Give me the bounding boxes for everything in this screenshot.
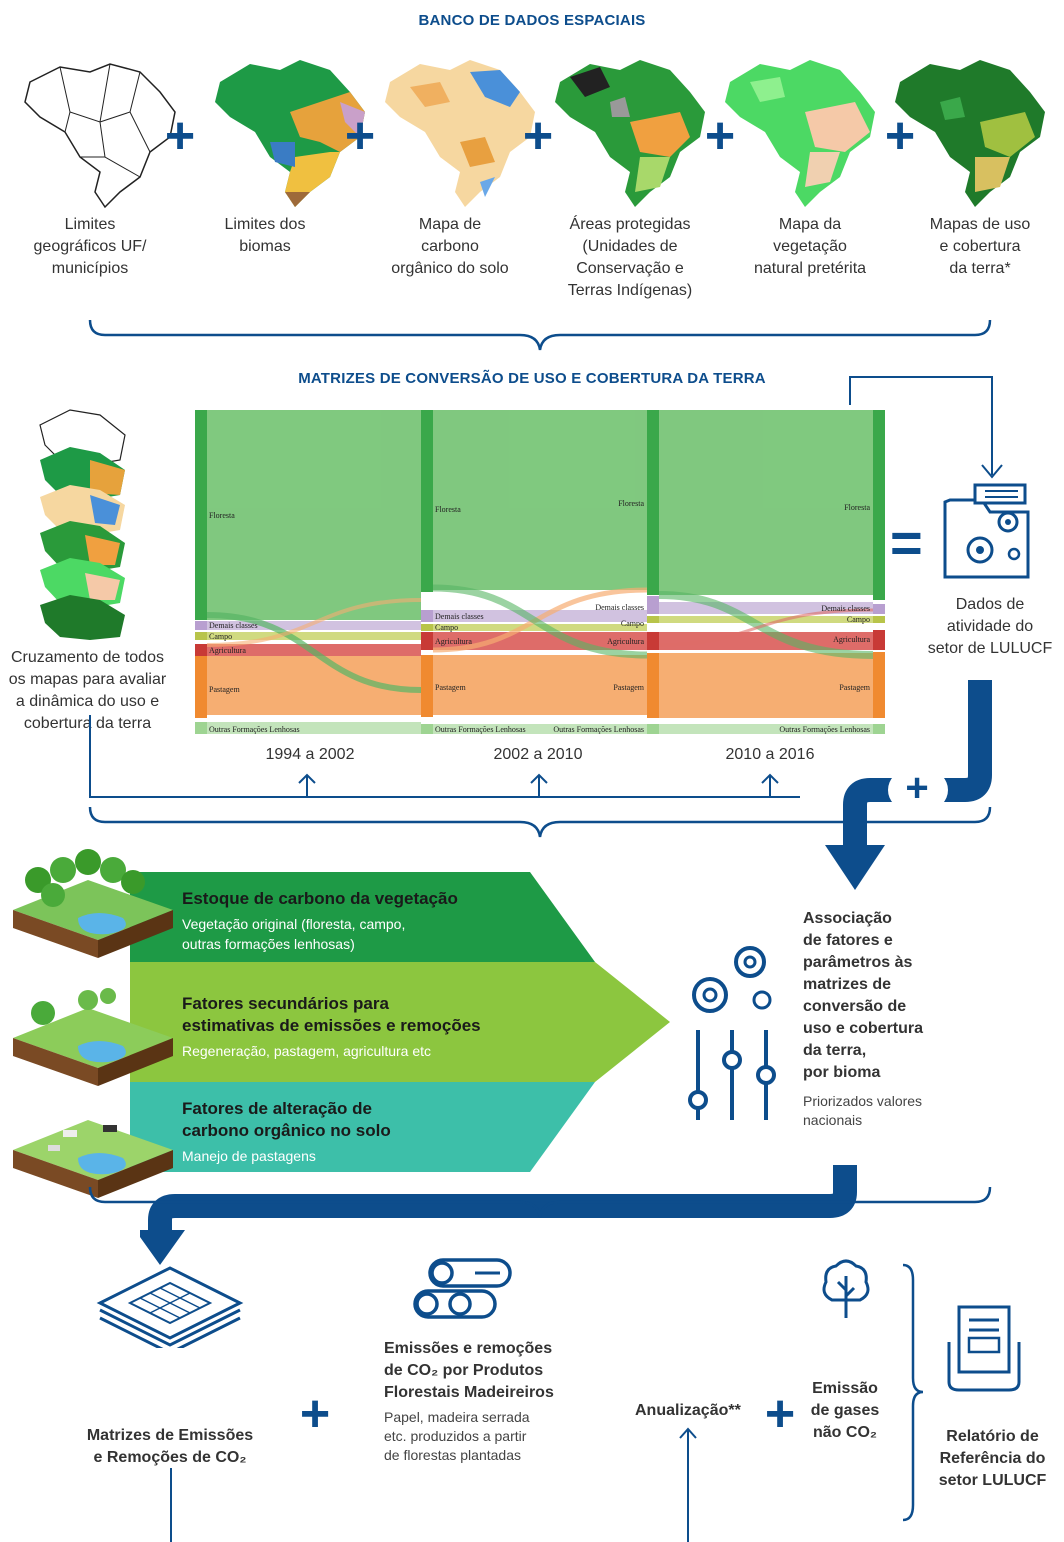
up-arrow-icon (679, 1427, 697, 1542)
plus-icon: + (884, 107, 916, 165)
brazil-land-use-map-icon (895, 60, 1045, 207)
sankey-label: Demais classes (435, 612, 484, 621)
plus-icon: + (704, 107, 736, 165)
wood-logs-icon (413, 1258, 512, 1319)
sankey-label: Outras Formações Lenhosas (779, 725, 870, 734)
sankey-label: Floresta (844, 503, 870, 512)
report-document-icon (947, 1305, 1021, 1392)
brazil-vegetation-map-icon (725, 60, 875, 207)
brazil-soil-carbon-map-icon (385, 60, 535, 207)
equals-icon: = (890, 511, 923, 574)
connector-lines (88, 376, 1003, 838)
brace-divider (88, 1186, 992, 1218)
plus-icon: + (344, 107, 376, 165)
plus-icon: + (522, 107, 554, 165)
sankey-label: Campo (847, 615, 870, 624)
sankey-label: Agricultura (607, 637, 644, 646)
sankey-label: Floresta (209, 511, 235, 520)
forest-terrain-icon (13, 849, 173, 958)
spatial-maps-row (24, 60, 1045, 209)
sankey-label: Agricultura (435, 637, 472, 646)
sankey-label: Campo (621, 619, 644, 628)
big-flow-arrow (825, 680, 992, 890)
sankey-diagram: Floresta Demais classes Campo Agricultur… (195, 410, 885, 734)
sankey-label: Floresta (435, 505, 461, 514)
gears-sliders-icon (688, 946, 776, 1120)
period-label: 1994 a 2002 (265, 746, 355, 763)
sankey-flows (206, 410, 874, 734)
sankey-label: Agricultura (833, 635, 870, 644)
sankey-label: Outras Formações Lenhosas (553, 725, 644, 734)
section-title-conversion-matrices: MATRIZES DE CONVERSÃO DE USO E COBERTURA… (298, 370, 766, 387)
sankey-label: Outras Formações Lenhosas (435, 725, 526, 734)
big-flow-arrow-2 (140, 1165, 857, 1265)
brazil-outline-map-icon (24, 63, 176, 209)
plus-icon: + (905, 766, 929, 810)
brace-divider (88, 319, 992, 351)
plus-icon: + (764, 1385, 796, 1443)
sankey-label: Demais classes (595, 603, 644, 612)
brazil-protected-areas-map-icon (555, 60, 705, 207)
sankey-label: Agricultura (209, 646, 246, 655)
stacked-maps-icon (39, 409, 126, 640)
sankey-label: Pastagem (839, 683, 870, 692)
sankey-label: Demais classes (209, 621, 258, 630)
sankey-label: Floresta (618, 499, 644, 508)
pasture-terrain-icon (13, 1120, 173, 1198)
period-label: 2010 a 2016 (725, 746, 815, 763)
factor-bands (130, 872, 670, 1172)
period-label: 2002 a 2010 (493, 746, 583, 763)
folder-gear-icon (943, 483, 1030, 579)
sankey-label: Outras Formações Lenhosas (209, 725, 300, 734)
band-vegetation-carbon: Estoque de carbono da vegetação Vegetaçã… (182, 889, 458, 952)
sankey-label: Pastagem (613, 683, 644, 692)
sankey-label: Campo (435, 623, 458, 632)
sankey-label: Pastagem (209, 685, 240, 694)
brazil-biomes-map-icon (215, 60, 365, 207)
bracket-divider (902, 1263, 924, 1522)
annualization-label: Anualização** (635, 1402, 741, 1419)
sankey-label: Pastagem (435, 683, 466, 692)
section-title-spatial-db: BANCO DE DADOS ESPACIAIS (418, 12, 646, 29)
tree-icon (822, 1259, 870, 1318)
sankey-label: Demais classes (821, 604, 870, 613)
sankey-label: Campo (209, 632, 232, 641)
matrix-sheets-icon (96, 1266, 244, 1348)
plus-icon: + (299, 1385, 331, 1443)
sankey-nodes (195, 410, 885, 734)
plus-icon: + (164, 107, 196, 165)
connector-line (170, 1468, 172, 1542)
regeneration-terrain-icon (13, 988, 173, 1086)
